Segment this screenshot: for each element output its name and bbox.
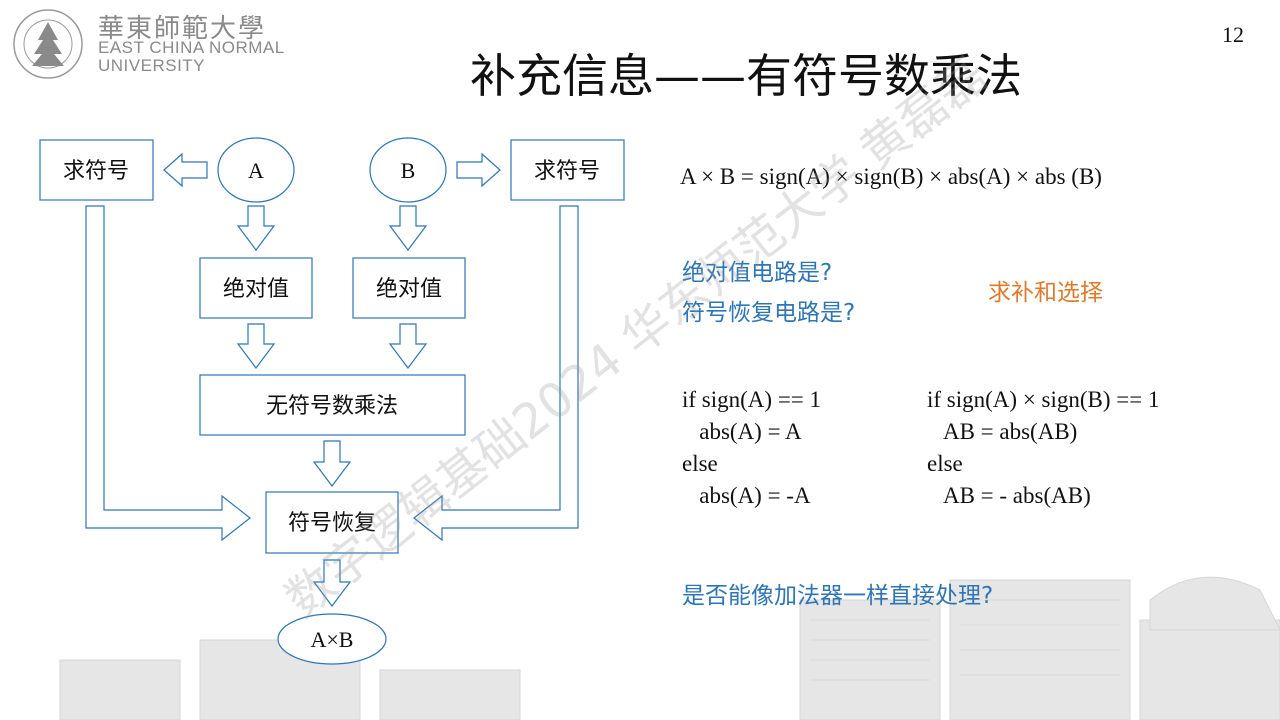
code-line: abs(A) = A <box>682 419 802 444</box>
unsigned-mult-box <box>199 374 466 436</box>
arrow-abs-left-to-mult <box>236 323 276 369</box>
sign-right-box <box>510 139 625 201</box>
input-a-label: A <box>248 158 264 183</box>
arrow-a-to-abs <box>236 205 276 251</box>
input-a-node <box>217 137 295 203</box>
circuit-answer: 求补和选择 <box>988 280 1103 306</box>
abs-right-label: 绝对值 <box>376 277 442 302</box>
sign-restore-label: 符号恢复 <box>288 511 376 536</box>
adder-comparison-question: 是否能像加法器一样直接处理? <box>682 583 994 609</box>
code-line: else <box>927 451 963 476</box>
arrow-abs-right-to-mult <box>388 323 428 369</box>
sign-restore-pseudocode: if sign(A) × sign(B) == 1 AB = abs(AB) el… <box>927 384 1159 512</box>
code-line: abs(A) = -A <box>682 483 811 508</box>
abs-pseudocode: if sign(A) == 1 abs(A) = A else abs(A) = … <box>682 384 821 512</box>
page-number: 12 <box>1222 22 1244 47</box>
abs-left-label: 绝对值 <box>223 277 289 302</box>
arrow-a-to-sign <box>163 152 208 188</box>
code-line: if sign(A) == 1 <box>682 387 822 412</box>
signed-multiplication-flow-diagram: .bx { fill: #fff; stroke: #2e75b6; strok… <box>39 137 625 665</box>
sign-restore-box <box>265 491 399 554</box>
arrow-restore-to-output <box>312 559 352 607</box>
logo-english-name-line2: UNIVERSITY <box>98 56 206 75</box>
arrow-mult-to-restore <box>312 440 352 487</box>
output-label: A×B <box>311 627 354 652</box>
abs-right-box <box>352 257 466 319</box>
sign-left-box <box>39 139 154 201</box>
code-line: else <box>682 451 718 476</box>
multiplication-formula: A × B = sign(A) × sign(B) × abs(A) × abs… <box>680 164 1102 189</box>
output-node <box>277 613 387 665</box>
right-sign-path-arrow <box>413 205 579 542</box>
campus-background <box>59 576 1280 720</box>
arrow-b-to-abs <box>388 205 428 251</box>
logo-english-name-line1: EAST CHINA NORMAL <box>98 38 285 57</box>
sign-right-label: 求符号 <box>534 159 600 184</box>
slide-title: 补充信息——有符号数乘法 <box>470 49 1022 103</box>
logo-chinese-name: 華東師範大學 <box>98 14 267 44</box>
abs-circuit-question: 绝对值电路是? <box>682 260 833 286</box>
input-b-label: B <box>401 158 416 183</box>
sign-left-label: 求符号 <box>63 159 129 184</box>
unsigned-mult-label: 无符号数乘法 <box>266 394 398 419</box>
university-emblem-icon <box>13 9 83 79</box>
code-line: if sign(A) × sign(B) == 1 <box>927 387 1160 412</box>
left-sign-path-arrow <box>85 205 251 542</box>
code-line: AB = abs(AB) <box>927 419 1078 444</box>
restore-circuit-question: 符号恢复电路是? <box>682 300 856 326</box>
abs-left-box <box>199 257 313 319</box>
arrow-b-to-sign <box>456 152 501 188</box>
code-line: AB = - abs(AB) <box>927 483 1091 508</box>
input-b-node <box>369 137 447 203</box>
